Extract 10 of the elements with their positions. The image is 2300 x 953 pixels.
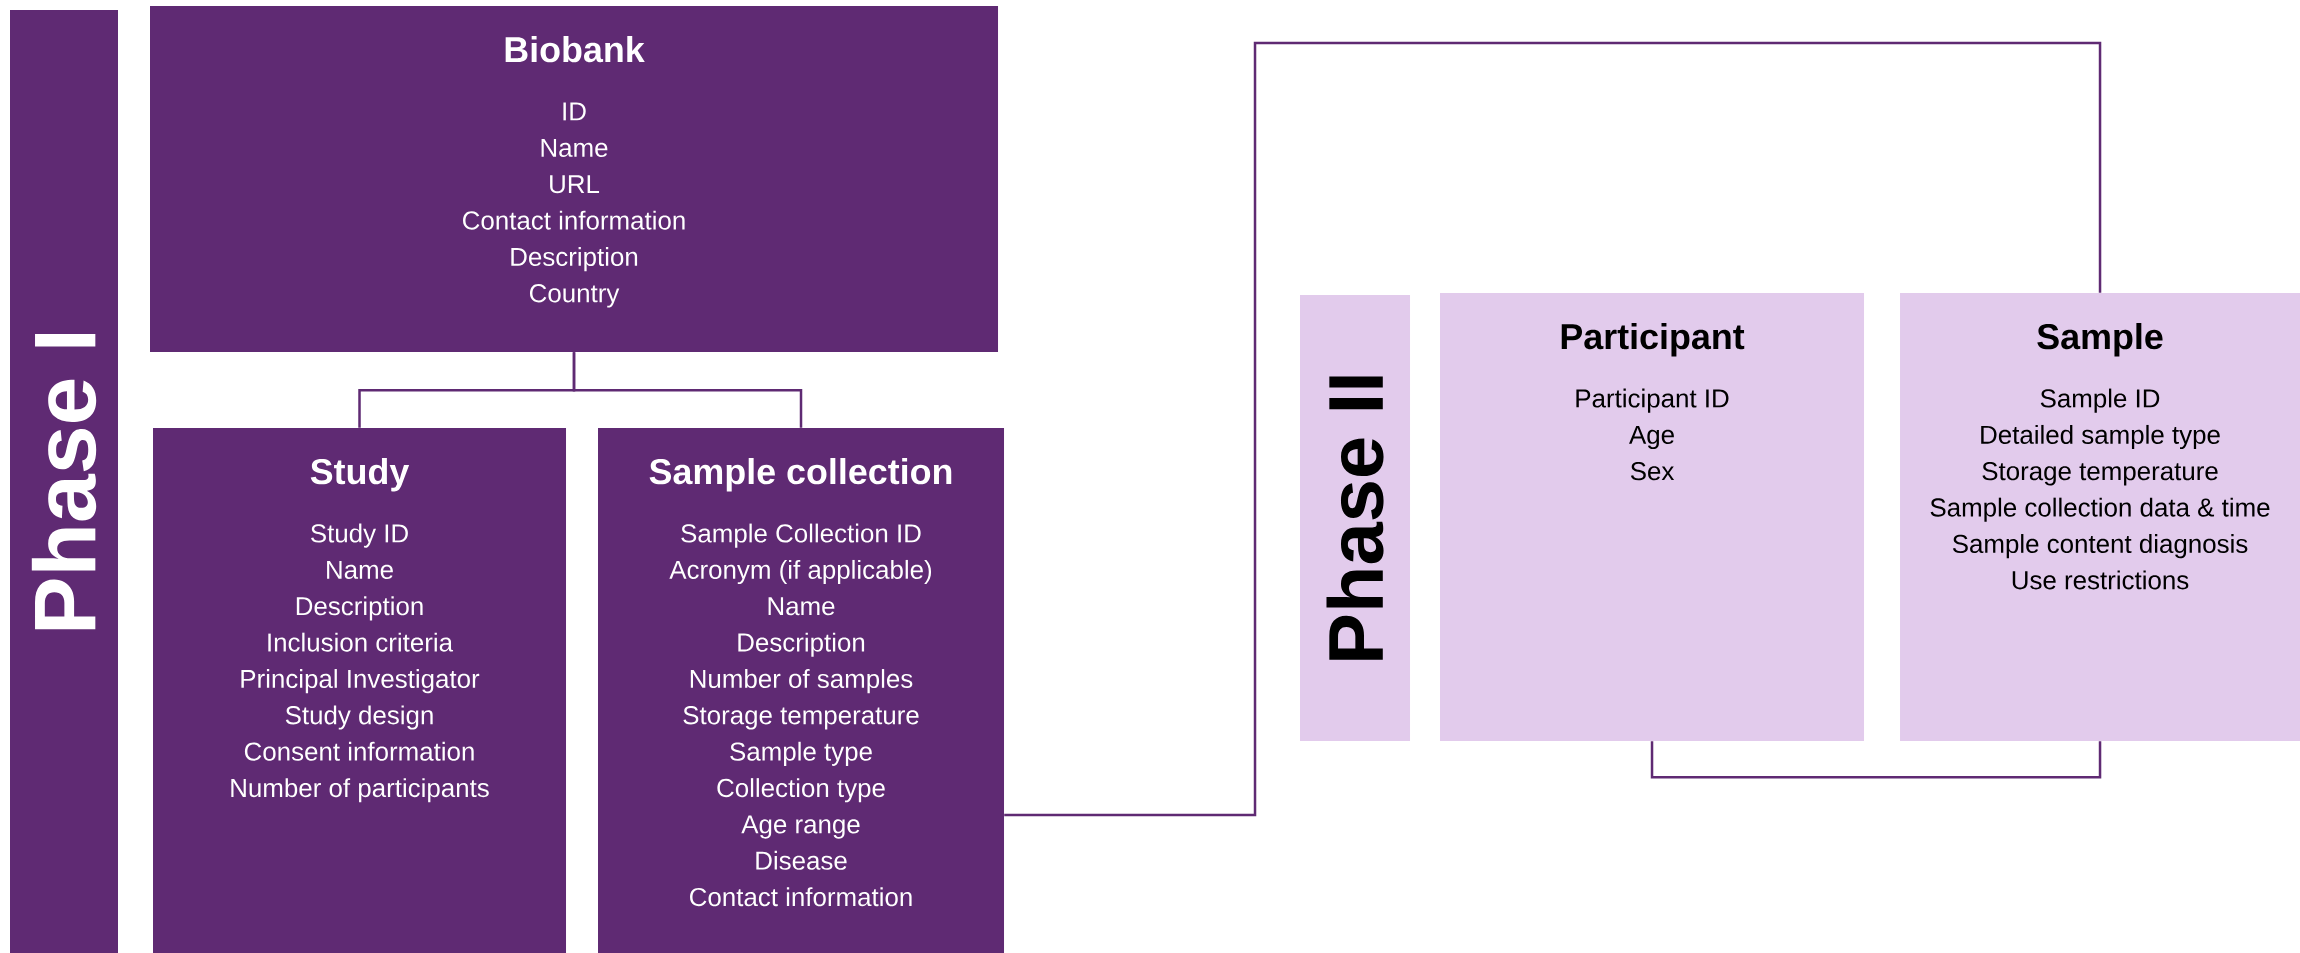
connector-line [572, 352, 803, 428]
phase-band: Phase II [1300, 295, 1410, 741]
entity-box: Participant Participant ID Age Sex [1440, 293, 1865, 741]
entity-box: Study Study ID Name Description Inclusion criteria Principal Investigator Study design Consent information Number of participants [153, 428, 566, 953]
entity-box: Biobank ID Name URL Contact information Description Country [150, 6, 998, 352]
connector-line [1650, 741, 2102, 779]
entity-box: Sample Sample ID Detailed sample type Storage temperature Sample collection data & time Sample content diagnosis Use restrictions [1900, 293, 2300, 741]
entity-box: Sample collection Sample Collection ID Acronym (if applicable) Name Description Number of samples Storage temperature Sample type Collection type Age range Disease Contact information [598, 428, 1004, 953]
connector-line [1004, 41, 2102, 817]
phase-band: Phase I [10, 10, 118, 953]
